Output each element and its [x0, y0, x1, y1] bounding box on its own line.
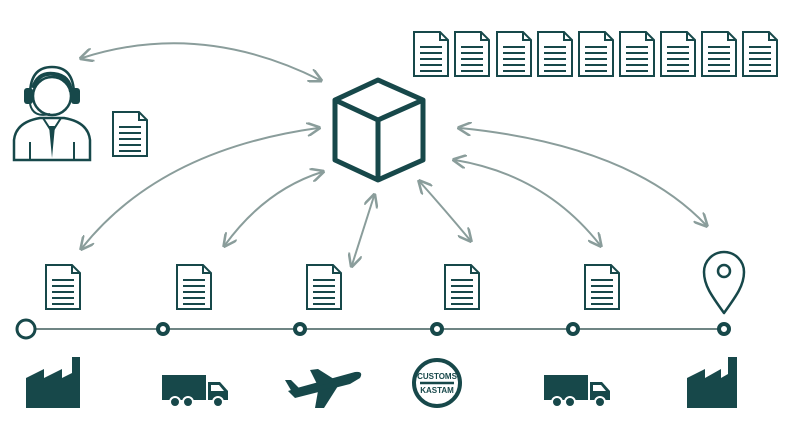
truck-icon [162, 375, 228, 408]
stage-documents [45, 264, 620, 310]
document-icon [176, 264, 212, 310]
document-icon [701, 31, 737, 77]
timeline-node-start [15, 318, 37, 340]
map-pin-icon [702, 250, 746, 315]
document-icon [619, 31, 655, 77]
factory-icon [687, 357, 737, 408]
arrow-hub-doc-4 [420, 182, 470, 240]
document-icon [454, 31, 490, 77]
timeline-node [566, 322, 580, 336]
customs-badge-bottom-text: KASTAM [420, 386, 454, 395]
timeline-node [156, 322, 170, 336]
timeline-node-end [717, 322, 731, 336]
document-icon [578, 31, 614, 77]
arrow-hub-doc-3 [352, 196, 374, 265]
connection-arrows [82, 42, 706, 265]
document-icon [537, 31, 573, 77]
arrow-agent-hub [82, 42, 320, 80]
timeline-node [430, 322, 444, 336]
document-icon [584, 264, 620, 310]
cube-icon [332, 77, 426, 183]
arrow-hub-doc-5 [455, 160, 600, 245]
document-icon [660, 31, 696, 77]
arrow-hub-doc-2 [225, 172, 322, 245]
airplane-icon [285, 369, 362, 408]
truck-icon [544, 375, 610, 408]
document-icon [444, 264, 480, 310]
customer-service-agent-icon [12, 65, 92, 162]
document-icon [742, 31, 778, 77]
timeline [15, 318, 731, 340]
customs-badge-top-text: CUSTOMS [417, 372, 458, 381]
arrow-hub-destination [460, 128, 706, 225]
timeline-node [293, 322, 307, 336]
arrow-hub-doc-1 [82, 128, 318, 248]
document-icon [413, 31, 449, 77]
document-stack [413, 31, 778, 77]
document-icon [496, 31, 532, 77]
customs-badge-icon: CUSTOMS KASTAM [412, 358, 462, 408]
document-icon [306, 264, 342, 310]
document-icon [45, 264, 81, 310]
factory-icon [26, 357, 80, 408]
agent-document-icon [112, 111, 148, 157]
